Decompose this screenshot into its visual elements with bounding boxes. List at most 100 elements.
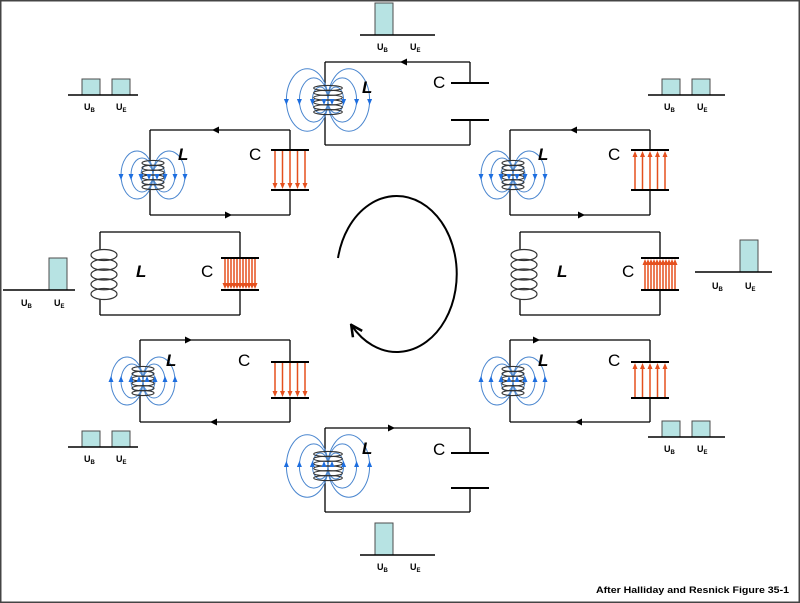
energy-label-symbol: U	[116, 102, 123, 112]
electric-field-arrowhead	[295, 391, 300, 397]
energy-label-symbol: U	[697, 102, 704, 112]
electric-field-arrowhead	[655, 363, 660, 369]
energy-label-symbol: U	[377, 562, 384, 572]
energy-label-symbol: U	[697, 444, 704, 454]
energy-bar-ue	[111, 430, 131, 448]
energy-label-subscript: B	[671, 108, 676, 114]
capacitor	[271, 149, 309, 191]
magnetic-field-arrow	[136, 376, 142, 382]
magnetic-field-arrow	[138, 174, 144, 180]
inductor-winding	[510, 278, 538, 291]
magnetic-field-arrow	[478, 376, 484, 382]
magnetic-field-arrow	[506, 174, 512, 180]
electric-field-arrowhead	[647, 363, 653, 369]
energy-label-ub: UB	[712, 281, 724, 293]
inductor-label: L	[136, 262, 146, 281]
energy-label-ue: UE	[410, 42, 421, 54]
energy-bar-ub	[661, 78, 681, 96]
energy-label-symbol: U	[84, 454, 91, 464]
electric-field-arrow	[272, 363, 278, 397]
inductor-winding	[90, 258, 118, 271]
energy-label-symbol: U	[54, 298, 61, 308]
inductor-with-magnetic-field	[478, 356, 548, 406]
energy-label-symbol: U	[116, 454, 123, 464]
electric-field-arrow	[655, 363, 660, 397]
electric-field-arrowhead	[295, 183, 300, 189]
energy-label-subscript: E	[704, 108, 708, 114]
electric-field-arrowhead	[640, 363, 645, 369]
circuit-wires	[149, 129, 291, 216]
magnetic-field-arrow	[172, 174, 178, 180]
electric-field-arrow	[640, 363, 645, 397]
magnetic-field-arrow	[172, 376, 178, 382]
energy-label-ub: UB	[664, 102, 676, 114]
capacitor-label: C	[608, 145, 620, 164]
energy-label-ub: UB	[84, 454, 96, 466]
electric-field-arrowhead	[672, 259, 678, 265]
energy-label-ue: UE	[54, 298, 65, 310]
inductor-label: L	[166, 351, 176, 370]
energy-label-ue: UE	[697, 444, 708, 456]
inductor-winding	[131, 389, 155, 397]
electric-field-arrow	[295, 151, 300, 189]
current-arrow	[212, 126, 219, 134]
magnetic-field-arrow	[329, 461, 335, 467]
magnetic-field-arrow	[367, 461, 373, 467]
capacitor-label: C	[608, 351, 620, 370]
magnetic-field-arrow	[128, 376, 134, 382]
magnetic-field-arrow	[146, 174, 152, 180]
energy-label-subscript: E	[123, 108, 127, 114]
current-arrow	[570, 126, 577, 134]
magnetic-field-arrow	[154, 174, 160, 180]
capacitor	[631, 361, 669, 399]
electric-field-arrow	[632, 151, 638, 189]
energy-label-ue: UE	[116, 454, 127, 466]
energy-bar-ub	[81, 430, 101, 448]
magnetic-field-arrow	[108, 376, 114, 382]
inductor-with-magnetic-field	[478, 150, 548, 200]
energy-label-subscript: B	[91, 460, 96, 466]
electric-field-arrow	[662, 363, 668, 397]
magnetic-field-arrow	[182, 174, 188, 180]
electric-field-arrowhead	[272, 391, 278, 397]
capacitor-label: C	[238, 351, 250, 370]
magnetic-field-arrow	[283, 99, 289, 105]
capacitor	[451, 82, 489, 121]
energy-bar-ue	[739, 239, 759, 273]
magnetic-field-arrow	[309, 461, 315, 467]
inductor-winding	[510, 248, 538, 262]
capacitor	[271, 361, 309, 399]
magnetic-field-arrow	[118, 376, 124, 382]
inductor-winding	[90, 278, 118, 291]
inductor-winding	[313, 108, 343, 116]
capacitor-label: C	[433, 440, 445, 459]
figure-credit: After Halliday and Resnick Figure 35-1	[596, 585, 789, 595]
current-arrow	[578, 211, 585, 219]
magnetic-field-arrow	[321, 99, 327, 105]
energy-label-symbol: U	[745, 281, 752, 291]
energy-label-ue: UE	[410, 562, 421, 574]
capacitor	[641, 257, 679, 291]
magnetic-field-arrow	[341, 99, 347, 105]
electric-field-arrow	[252, 259, 258, 289]
electric-field-arrow	[672, 259, 678, 289]
energy-label-symbol: U	[664, 102, 671, 112]
energy-bar-ue	[691, 78, 711, 96]
inductor-label: L	[538, 145, 548, 164]
inductor-winding	[90, 287, 118, 301]
capacitor	[451, 452, 489, 489]
energy-bar-ub	[374, 2, 394, 36]
magnetic-field-arrow	[283, 461, 289, 467]
current-arrow	[225, 211, 232, 219]
capacitor-label: C	[622, 262, 634, 281]
current-arrow	[533, 336, 540, 344]
electric-field-arrowhead	[280, 183, 285, 189]
energy-label-subscript: E	[123, 460, 127, 466]
